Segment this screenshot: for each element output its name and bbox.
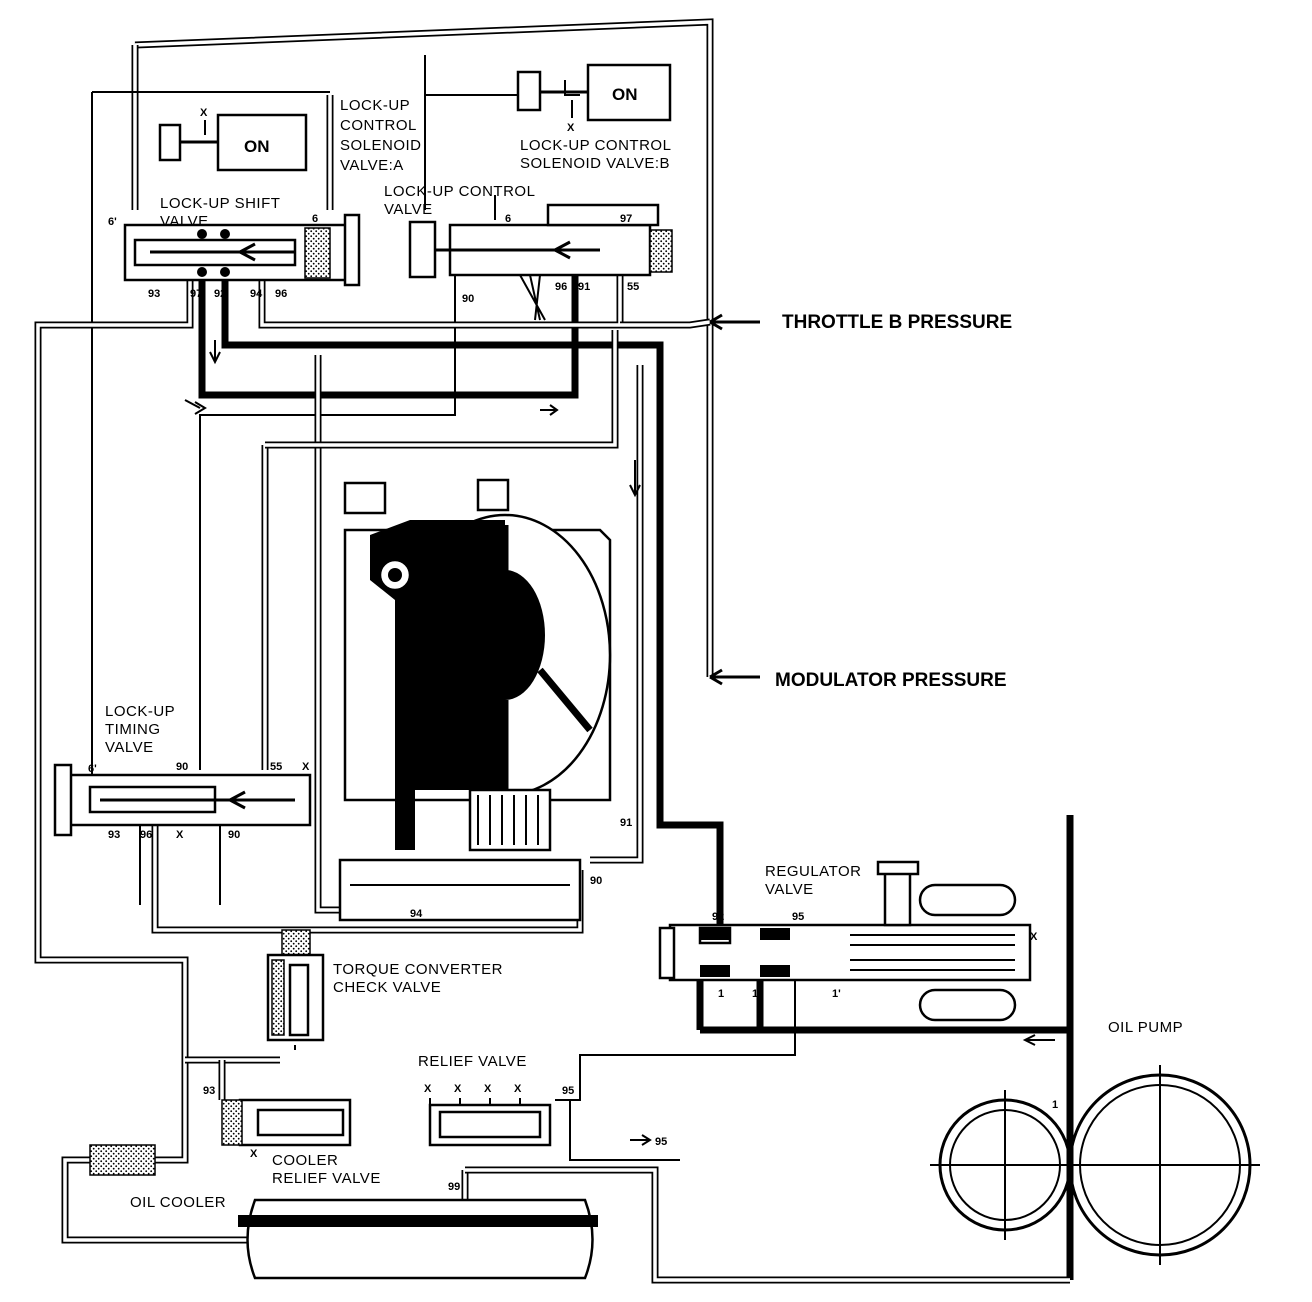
relief-exhaust-mark-4: X (514, 1083, 522, 1095)
relief-exhaust-mark-1: X (424, 1083, 432, 1095)
port-number: 1 (1052, 1099, 1058, 1111)
labels: LOCK-UP CONTROL SOLENOID VALVE:A LOCK-UP… (105, 97, 1183, 1211)
solenoid-b-exhaust: X (567, 122, 575, 134)
port-number: 97 (620, 213, 632, 225)
port-number: 55 (270, 761, 282, 773)
port-number: 55 (627, 281, 639, 293)
regulator-valve (658, 860, 1032, 1022)
flow-arrows (184, 313, 1055, 1146)
cooler-relief-valve-label: COOLER RELIEF VALVE (272, 1152, 381, 1187)
relief-valve-label: RELIEF VALVE (418, 1053, 527, 1070)
regulator-exhaust-mark: X (1030, 931, 1038, 943)
port-number: 1' (832, 988, 841, 1000)
port-number: 90 (462, 293, 474, 305)
cooler-exhaust-mark: X (250, 1148, 258, 1160)
port-number: 1 (752, 988, 758, 1000)
port-number: 96 (555, 281, 567, 293)
port-number: 90 (228, 829, 240, 841)
oil-pump-label: OIL PUMP (1108, 1019, 1183, 1036)
port-number: 91 (578, 281, 590, 293)
control-valve-label: LOCK-UP CONTROL VALVE (384, 183, 540, 218)
port-number: 93 (203, 1085, 215, 1097)
throttle-b-pressure-label: THROTTLE B PRESSURE (782, 312, 1012, 333)
port-number: 92 (214, 288, 226, 300)
timing-valve-label: LOCK-UP TIMING VALVE (105, 703, 180, 756)
port-number: 97 (190, 288, 202, 300)
solenoid-a-label: LOCK-UP CONTROL SOLENOID VALVE:A (340, 97, 426, 174)
solenoid-a-exhaust: X (200, 107, 208, 119)
torque-converter-check-valve (266, 929, 325, 1042)
port-number: 92 (712, 911, 724, 923)
lockup-control-valve (408, 203, 673, 321)
port-number: 93 (108, 829, 120, 841)
check-valve-label: TORQUE CONVERTER CHECK VALVE (333, 961, 508, 996)
relief-exhaust-mark-3: X (484, 1083, 492, 1095)
solenoid-valve-a: ON X (158, 107, 308, 172)
port-number: 96 (275, 288, 287, 300)
port-number: 93 (148, 288, 160, 300)
oil-cooler (89, 1144, 598, 1280)
solenoid-a-state: ON (244, 137, 270, 156)
port-number: 91 (620, 817, 632, 829)
port-number: 95 (655, 1136, 667, 1148)
port-number: 90 (590, 875, 602, 887)
force-label: F1 (460, 562, 478, 585)
port-number: 95 (792, 911, 804, 923)
port-number: 94 (410, 908, 423, 920)
port-number: 99 (448, 1181, 460, 1193)
port-number: 6 (505, 213, 511, 225)
timing-exhaust-mark: X (302, 761, 310, 773)
port-numbers: 6' 6 93 97 92 94 96 6 97 90 96 91 55 6' … (88, 213, 1058, 1193)
shift-valve-label: LOCK-UP SHIFT VALVE (160, 195, 285, 230)
lockup-shift-valve (123, 213, 361, 287)
port-number: 95 (562, 1085, 574, 1097)
port-number: 94 (250, 288, 263, 300)
port-number: 90 (176, 761, 188, 773)
solenoid-b-label: LOCK-UP CONTROL SOLENOID VALVE:B (520, 137, 676, 172)
oil-pump (930, 1065, 1260, 1265)
timing-exhaust-mark-2: X (176, 829, 184, 841)
port-number: 6 (312, 213, 318, 225)
torque-converter (338, 478, 612, 922)
relief-exhaust-mark-2: X (454, 1083, 462, 1095)
port-number: 1 (718, 988, 724, 1000)
port-number: 6' (88, 763, 97, 775)
cooler-relief-valve (221, 1098, 352, 1147)
modulator-passages (131, 18, 714, 677)
solenoid-b-state: ON (612, 85, 638, 104)
lockup-timing-valve (53, 763, 312, 837)
port-number: 96 (140, 829, 152, 841)
regulator-valve-label: REGULATOR VALVE (765, 863, 866, 898)
port-number: 6' (108, 216, 117, 228)
modulator-pressure-label: MODULATOR PRESSURE (775, 670, 1007, 691)
solenoid-valve-b: ON X (516, 63, 672, 134)
oil-cooler-label: OIL COOLER (130, 1194, 226, 1211)
relief-valve (428, 1098, 552, 1147)
line-pressure-passages (198, 275, 1074, 1280)
